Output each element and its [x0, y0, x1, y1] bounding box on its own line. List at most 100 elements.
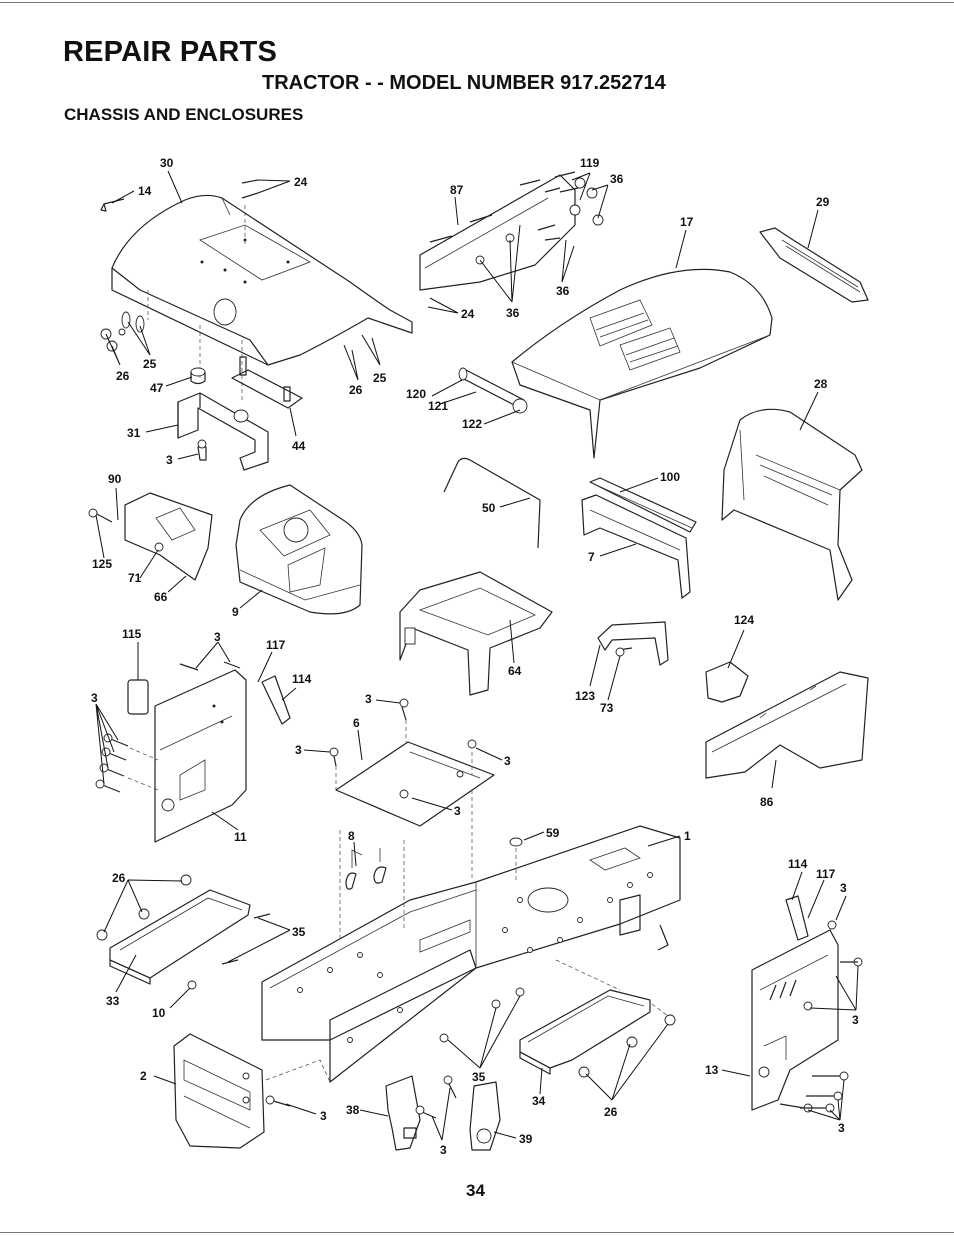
leader-lines	[95, 170, 859, 1141]
screw-3a	[197, 439, 207, 461]
seal-100	[589, 477, 697, 533]
callout-3b: 3	[214, 630, 221, 644]
callout-3a: 3	[166, 453, 173, 467]
clip-124	[705, 661, 749, 703]
callout-3g: 3	[454, 804, 461, 818]
callout-26d: 26	[604, 1105, 618, 1119]
bracket-31	[177, 325, 269, 471]
callout-35a: 35	[292, 925, 306, 939]
nuts-26-right	[555, 959, 676, 1078]
callout-28: 28	[814, 377, 828, 391]
callout-124: 124	[734, 613, 754, 627]
callout-38: 38	[346, 1103, 360, 1117]
footrest-34	[519, 989, 651, 1075]
callout-31: 31	[127, 426, 141, 440]
dash-9	[235, 484, 363, 615]
callout-117a: 117	[266, 638, 286, 652]
callout-73: 73	[600, 701, 614, 715]
callout-59: 59	[546, 826, 560, 840]
screws-3-bottom	[415, 987, 525, 1119]
panel-7	[581, 494, 691, 599]
frame-1	[261, 825, 681, 1083]
callout-87: 87	[450, 183, 464, 197]
callout-7: 7	[588, 550, 595, 564]
model-subtitle: TRACTOR - - MODEL NUMBER 917.252714	[262, 72, 666, 94]
nuts-washers-25-26a	[100, 311, 145, 352]
bracket-123	[597, 621, 669, 666]
side-panel-28	[721, 408, 863, 601]
callout-30: 30	[160, 156, 174, 170]
callout-26a: 26	[116, 369, 130, 383]
callout-119: 119	[580, 156, 600, 170]
callout-26b: 26	[349, 383, 363, 397]
callout-10: 10	[152, 1006, 166, 1020]
callout-122: 122	[462, 417, 482, 431]
callout-47: 47	[150, 381, 164, 395]
callout-64: 64	[508, 664, 522, 678]
callout-66: 66	[154, 590, 168, 604]
callout-3c: 3	[91, 691, 98, 705]
callout-39: 39	[519, 1132, 533, 1146]
callout-90: 90	[108, 472, 122, 486]
callout-9: 9	[232, 605, 239, 619]
bracket-66	[124, 492, 213, 581]
dash-panel-30	[111, 194, 413, 366]
callout-34: 34	[532, 1094, 546, 1108]
plate-13	[751, 929, 839, 1111]
bracket-38	[385, 1075, 421, 1151]
screw-3-front	[265, 1095, 291, 1107]
callout-26c: 26	[112, 871, 126, 885]
page-title: REPAIR PARTS	[63, 36, 278, 68]
hood-17	[511, 268, 773, 459]
callout-24a: 24	[294, 175, 308, 189]
callout-24b: 24	[461, 307, 475, 321]
fender-86	[705, 671, 869, 779]
callout-36c: 36	[506, 306, 520, 320]
callout-2: 2	[140, 1069, 147, 1083]
footrest-33	[109, 889, 251, 985]
callout-120: 120	[406, 387, 426, 401]
callout-3f: 3	[504, 754, 511, 768]
screw-73	[615, 647, 633, 657]
callout-121: 121	[428, 399, 448, 413]
callout-115: 115	[122, 627, 142, 641]
section-title: CHASSIS AND ENCLOSURES	[64, 105, 304, 124]
hinge-120-121-122	[458, 367, 528, 414]
callout-3i: 3	[852, 1013, 859, 1027]
screws-3-right	[769, 920, 863, 1113]
callout-35b: 35	[472, 1070, 486, 1084]
callout-3l: 3	[838, 1121, 845, 1135]
callout-25b: 25	[373, 371, 387, 385]
callout-71: 71	[128, 571, 142, 585]
rod-50	[443, 457, 541, 549]
top-rule	[0, 2, 954, 3]
bracket-64	[399, 571, 553, 696]
callout-33: 33	[106, 994, 120, 1008]
callout-86: 86	[760, 795, 774, 809]
screws-3-left	[95, 661, 241, 793]
callout-3d: 3	[365, 692, 372, 706]
grille-29	[759, 227, 869, 303]
callout-114a: 114	[292, 672, 312, 686]
callout-36b: 36	[556, 284, 570, 298]
callout-25a: 25	[143, 357, 157, 371]
screws-3-plate	[329, 698, 477, 799]
screws-119-36	[554, 171, 604, 226]
screw-10	[187, 980, 197, 990]
screws-24a	[147, 179, 259, 320]
callout-6: 6	[353, 716, 360, 730]
callout-3h: 3	[840, 881, 847, 895]
nut-59	[509, 837, 523, 880]
bottom-rule	[0, 1232, 954, 1233]
callout-14: 14	[138, 184, 152, 198]
nuts-26-left	[96, 874, 271, 965]
page-number: 34	[466, 1181, 485, 1200]
callout-11: 11	[234, 830, 247, 844]
bracket-114a	[261, 675, 291, 725]
callout-36a: 36	[610, 172, 624, 186]
panel-87	[419, 174, 576, 291]
plate-44	[231, 356, 303, 409]
screw-90	[88, 508, 113, 523]
screw-14	[100, 198, 125, 212]
